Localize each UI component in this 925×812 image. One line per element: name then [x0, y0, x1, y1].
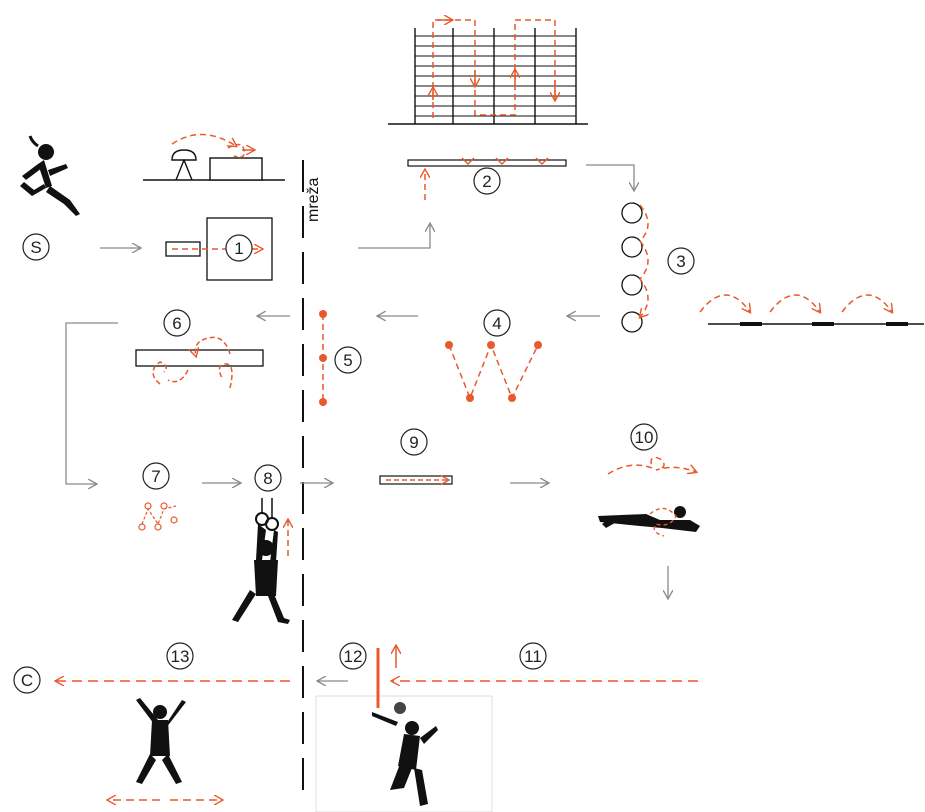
- finish-marker: [13, 666, 41, 694]
- start-label: S: [30, 238, 41, 257]
- station-11-number: 11: [524, 647, 542, 666]
- spiking-athlete-figure: [372, 712, 438, 806]
- station-4-number: 4: [492, 314, 501, 333]
- station-10-number: 10: [635, 428, 654, 447]
- station-1-vault: 1: [143, 133, 285, 281]
- start-marker: [22, 233, 50, 261]
- finish-label: C: [21, 671, 33, 690]
- station-6-number: 6: [172, 314, 181, 333]
- station-8-number: 8: [263, 469, 272, 488]
- jumping-athlete-figure: [136, 698, 186, 784]
- net-label: mreža: [305, 177, 322, 222]
- station-6-bench: 6: [135, 309, 264, 389]
- station-4-zigzag: 4: [445, 309, 542, 402]
- station-5-cones: 5: [319, 310, 362, 406]
- station-9-number: 9: [409, 433, 418, 452]
- station-2-wall-bars: 2: [388, 20, 588, 200]
- runner-figure: [20, 135, 80, 216]
- station-10-dive: 10: [598, 423, 700, 537]
- diving-athlete-figure: [598, 506, 700, 532]
- station-5-number: 5: [343, 351, 352, 370]
- station-13-number: 13: [171, 647, 190, 666]
- station-7-hops: 7: [138, 462, 178, 531]
- station-9-beam: 9: [379, 428, 453, 484]
- station-12-spike: 12: [315, 642, 493, 812]
- station-2-number: 2: [482, 172, 491, 191]
- station-3-number: 3: [676, 252, 685, 271]
- station-13-jumping-jacks: 13: [56, 642, 290, 800]
- station-7-number: 7: [151, 467, 160, 486]
- station-3-hoops: 3: [621, 202, 924, 333]
- station-8-rings: 8: [232, 464, 290, 624]
- station-1-number: 1: [234, 239, 243, 258]
- station-12-number: 12: [344, 647, 363, 666]
- station-11-sprint: 11: [392, 642, 698, 681]
- hanging-athlete-figure: [232, 524, 290, 624]
